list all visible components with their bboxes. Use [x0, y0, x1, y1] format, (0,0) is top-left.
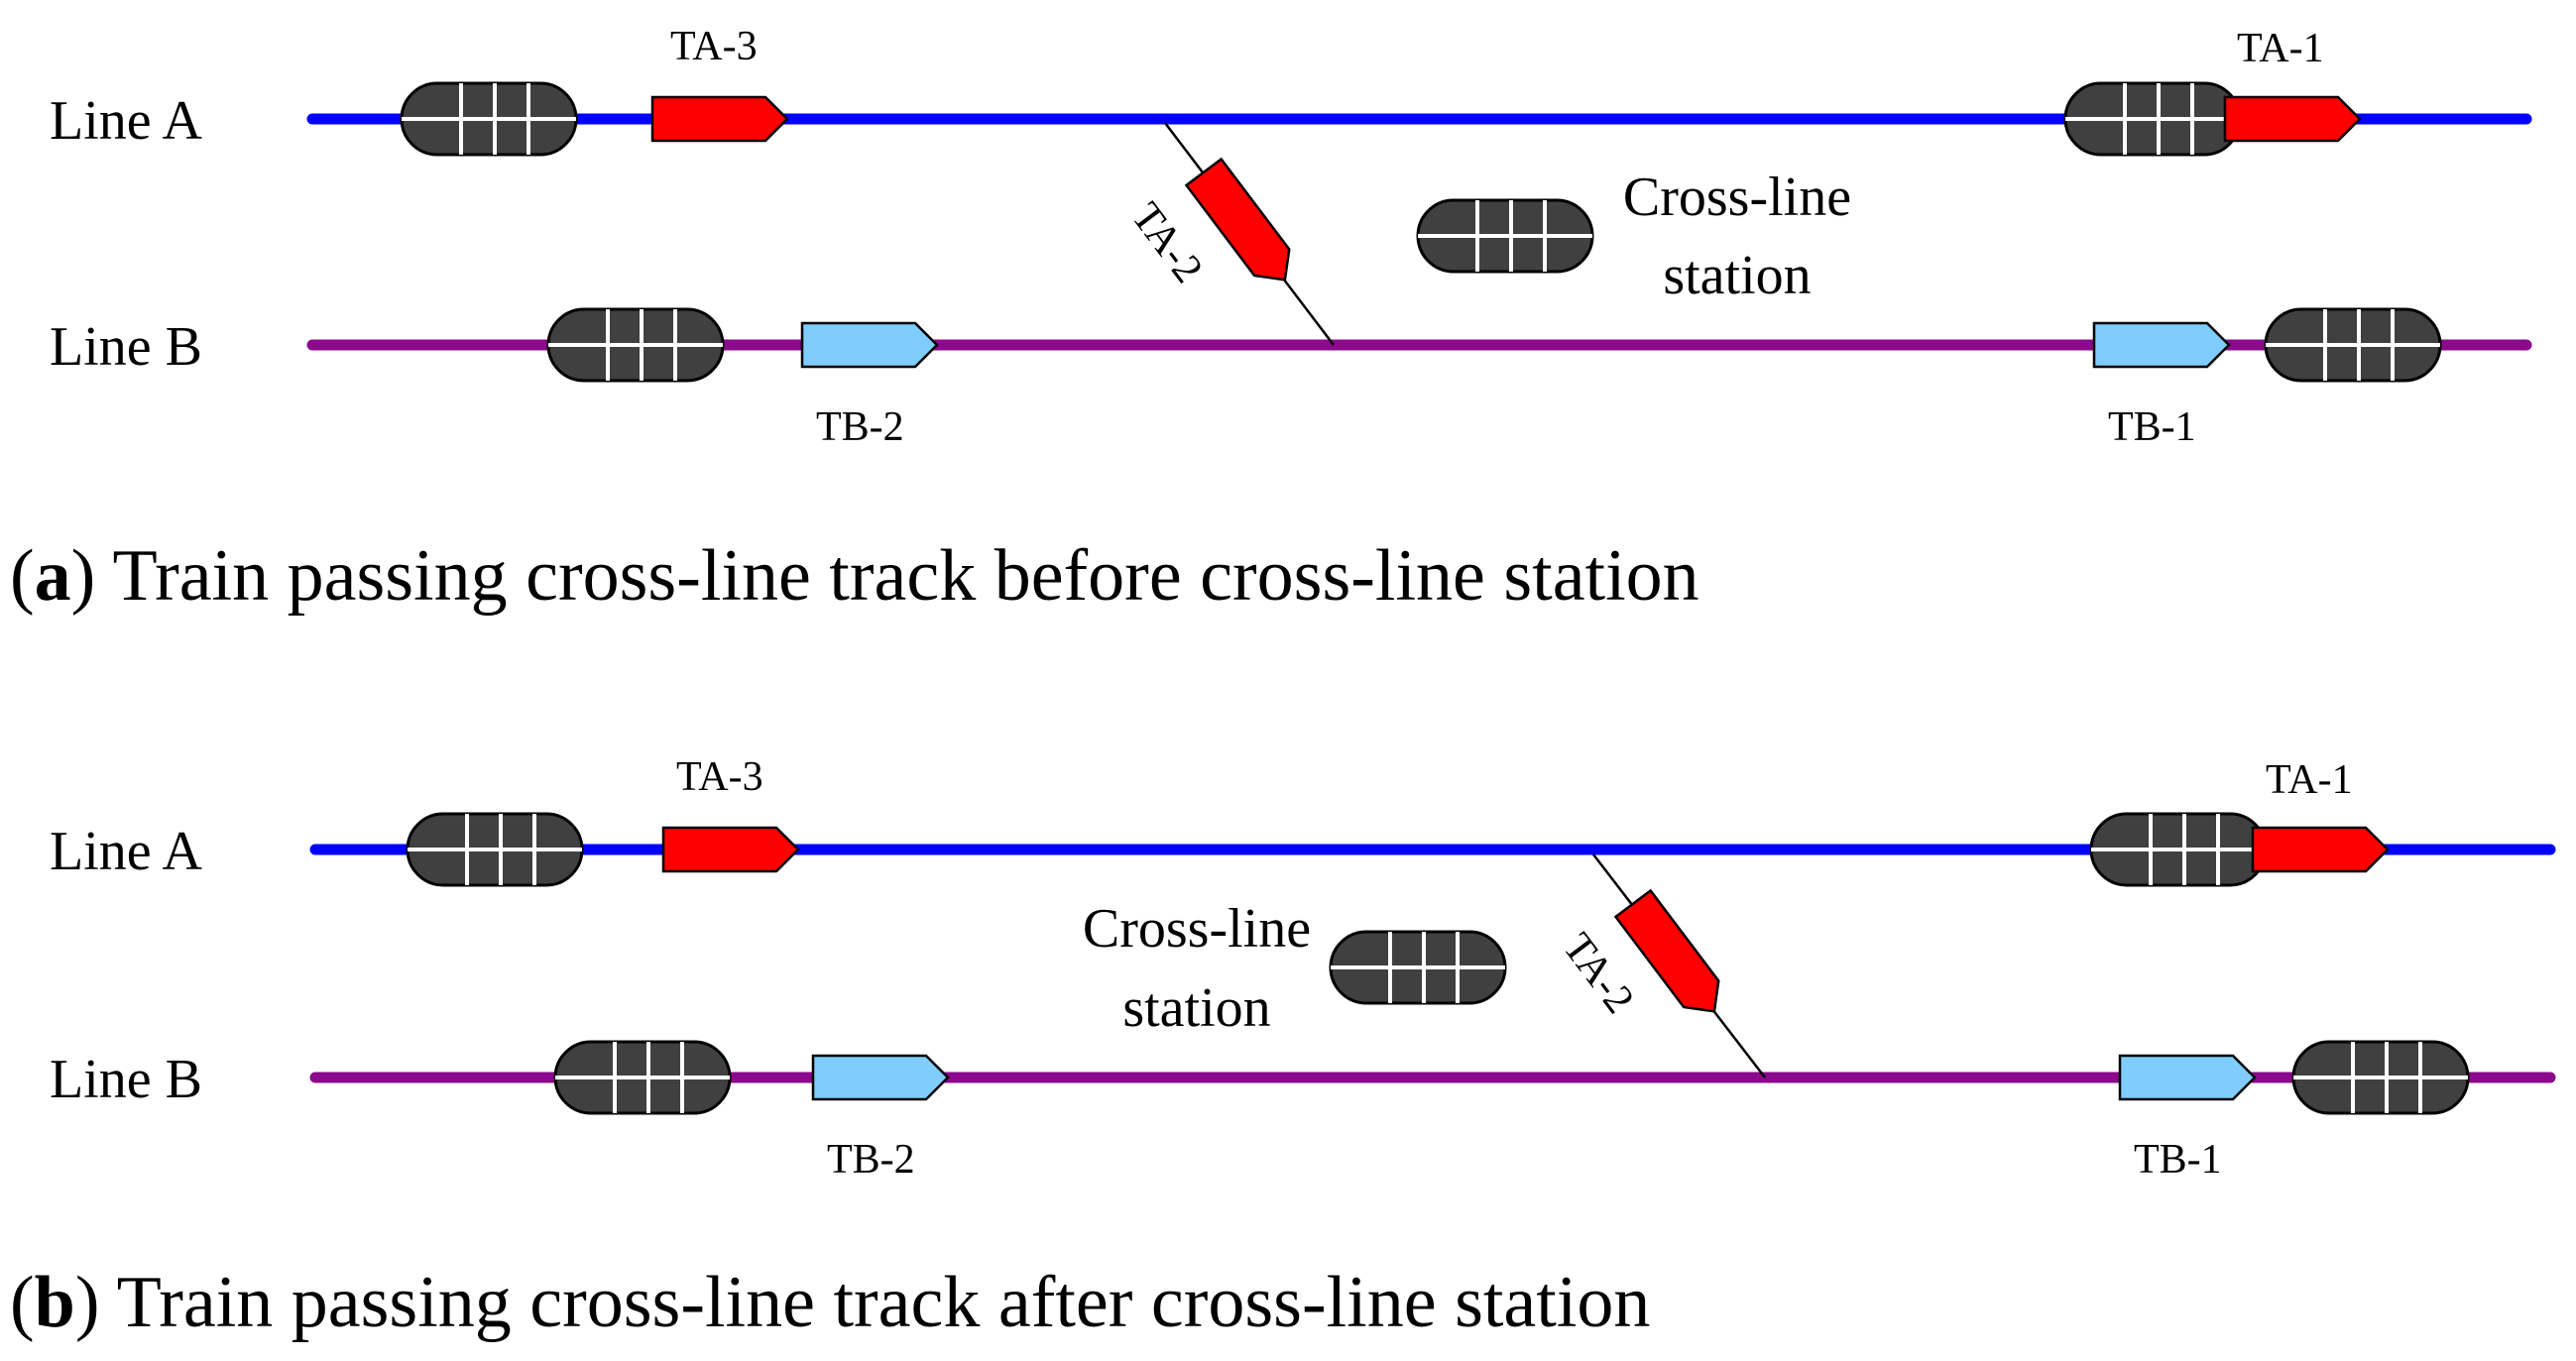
train-ta1-label: TA-1: [2237, 26, 2324, 71]
station-icon: [2264, 307, 2442, 383]
train-tb1-icon: [2118, 1054, 2257, 1101]
cross-line-station-icon: [1329, 930, 1507, 1005]
train-ta2-icon: [1614, 889, 1733, 1026]
cross-line-station-label-1: Cross-line: [1623, 167, 1851, 228]
line-b-label: Line B: [50, 1049, 202, 1110]
station-icon: [546, 307, 725, 383]
train-ta2-icon: [1185, 158, 1304, 294]
line-a-label: Line A: [50, 90, 203, 152]
train-ta1-label: TA-1: [2266, 757, 2353, 803]
station-icon: [2089, 812, 2268, 887]
train-ta3-icon: [661, 826, 800, 873]
station-icon: [400, 81, 578, 157]
train-ta2-label: TA-2: [1122, 194, 1211, 291]
station-icon: [406, 812, 584, 887]
train-tb1-label: TB-1: [2134, 1137, 2222, 1183]
train-ta2-label: TA-2: [1554, 925, 1642, 1022]
caption-a: (a) Train passing cross-line track befor…: [10, 535, 1699, 617]
train-ta3-icon: [650, 95, 789, 143]
station-icon: [2291, 1040, 2470, 1115]
train-ta3-label: TA-3: [676, 754, 763, 800]
station-icon: [2063, 81, 2242, 157]
train-tb2-label: TB-2: [816, 404, 904, 450]
cross-line-station-label-2: station: [1122, 977, 1270, 1039]
panel-a: Line A Line B TA-3 TA-1 TB-2 TB-1 TA-2 C…: [10, 24, 2532, 617]
train-tb2-icon: [811, 1054, 950, 1101]
station-icon: [553, 1040, 732, 1115]
panel-b: Line A Line B TA-3 TA-1 TB-2 TB-1 TA-2 C…: [10, 754, 2556, 1343]
line-b-label: Line B: [50, 316, 202, 378]
caption-b: (b) Train passing cross-line track after…: [10, 1262, 1650, 1343]
train-ta1-icon: [2251, 826, 2390, 873]
cross-line-station-label-1: Cross-line: [1083, 898, 1311, 960]
train-tb2-icon: [800, 321, 939, 369]
train-tb2-label: TB-2: [827, 1137, 915, 1183]
train-tb1-icon: [2092, 321, 2231, 369]
cross-line-station-icon: [1416, 198, 1594, 274]
train-ta3-label: TA-3: [670, 24, 758, 69]
train-tb1-label: TB-1: [2108, 404, 2196, 450]
line-a-label: Line A: [50, 821, 203, 882]
train-ta1-icon: [2223, 95, 2362, 143]
cross-line-station-label-2: station: [1663, 245, 1811, 306]
